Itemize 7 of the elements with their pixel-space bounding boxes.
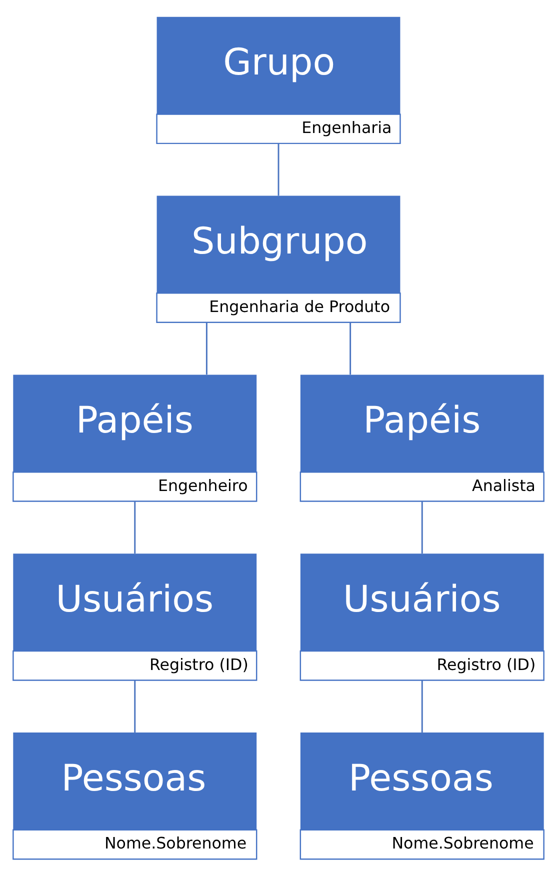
connector [278, 144, 280, 196]
connector [134, 502, 136, 554]
connector [206, 322, 208, 375]
connector [134, 680, 136, 732]
connector [421, 502, 423, 554]
connector [421, 680, 423, 732]
connector [350, 322, 352, 375]
